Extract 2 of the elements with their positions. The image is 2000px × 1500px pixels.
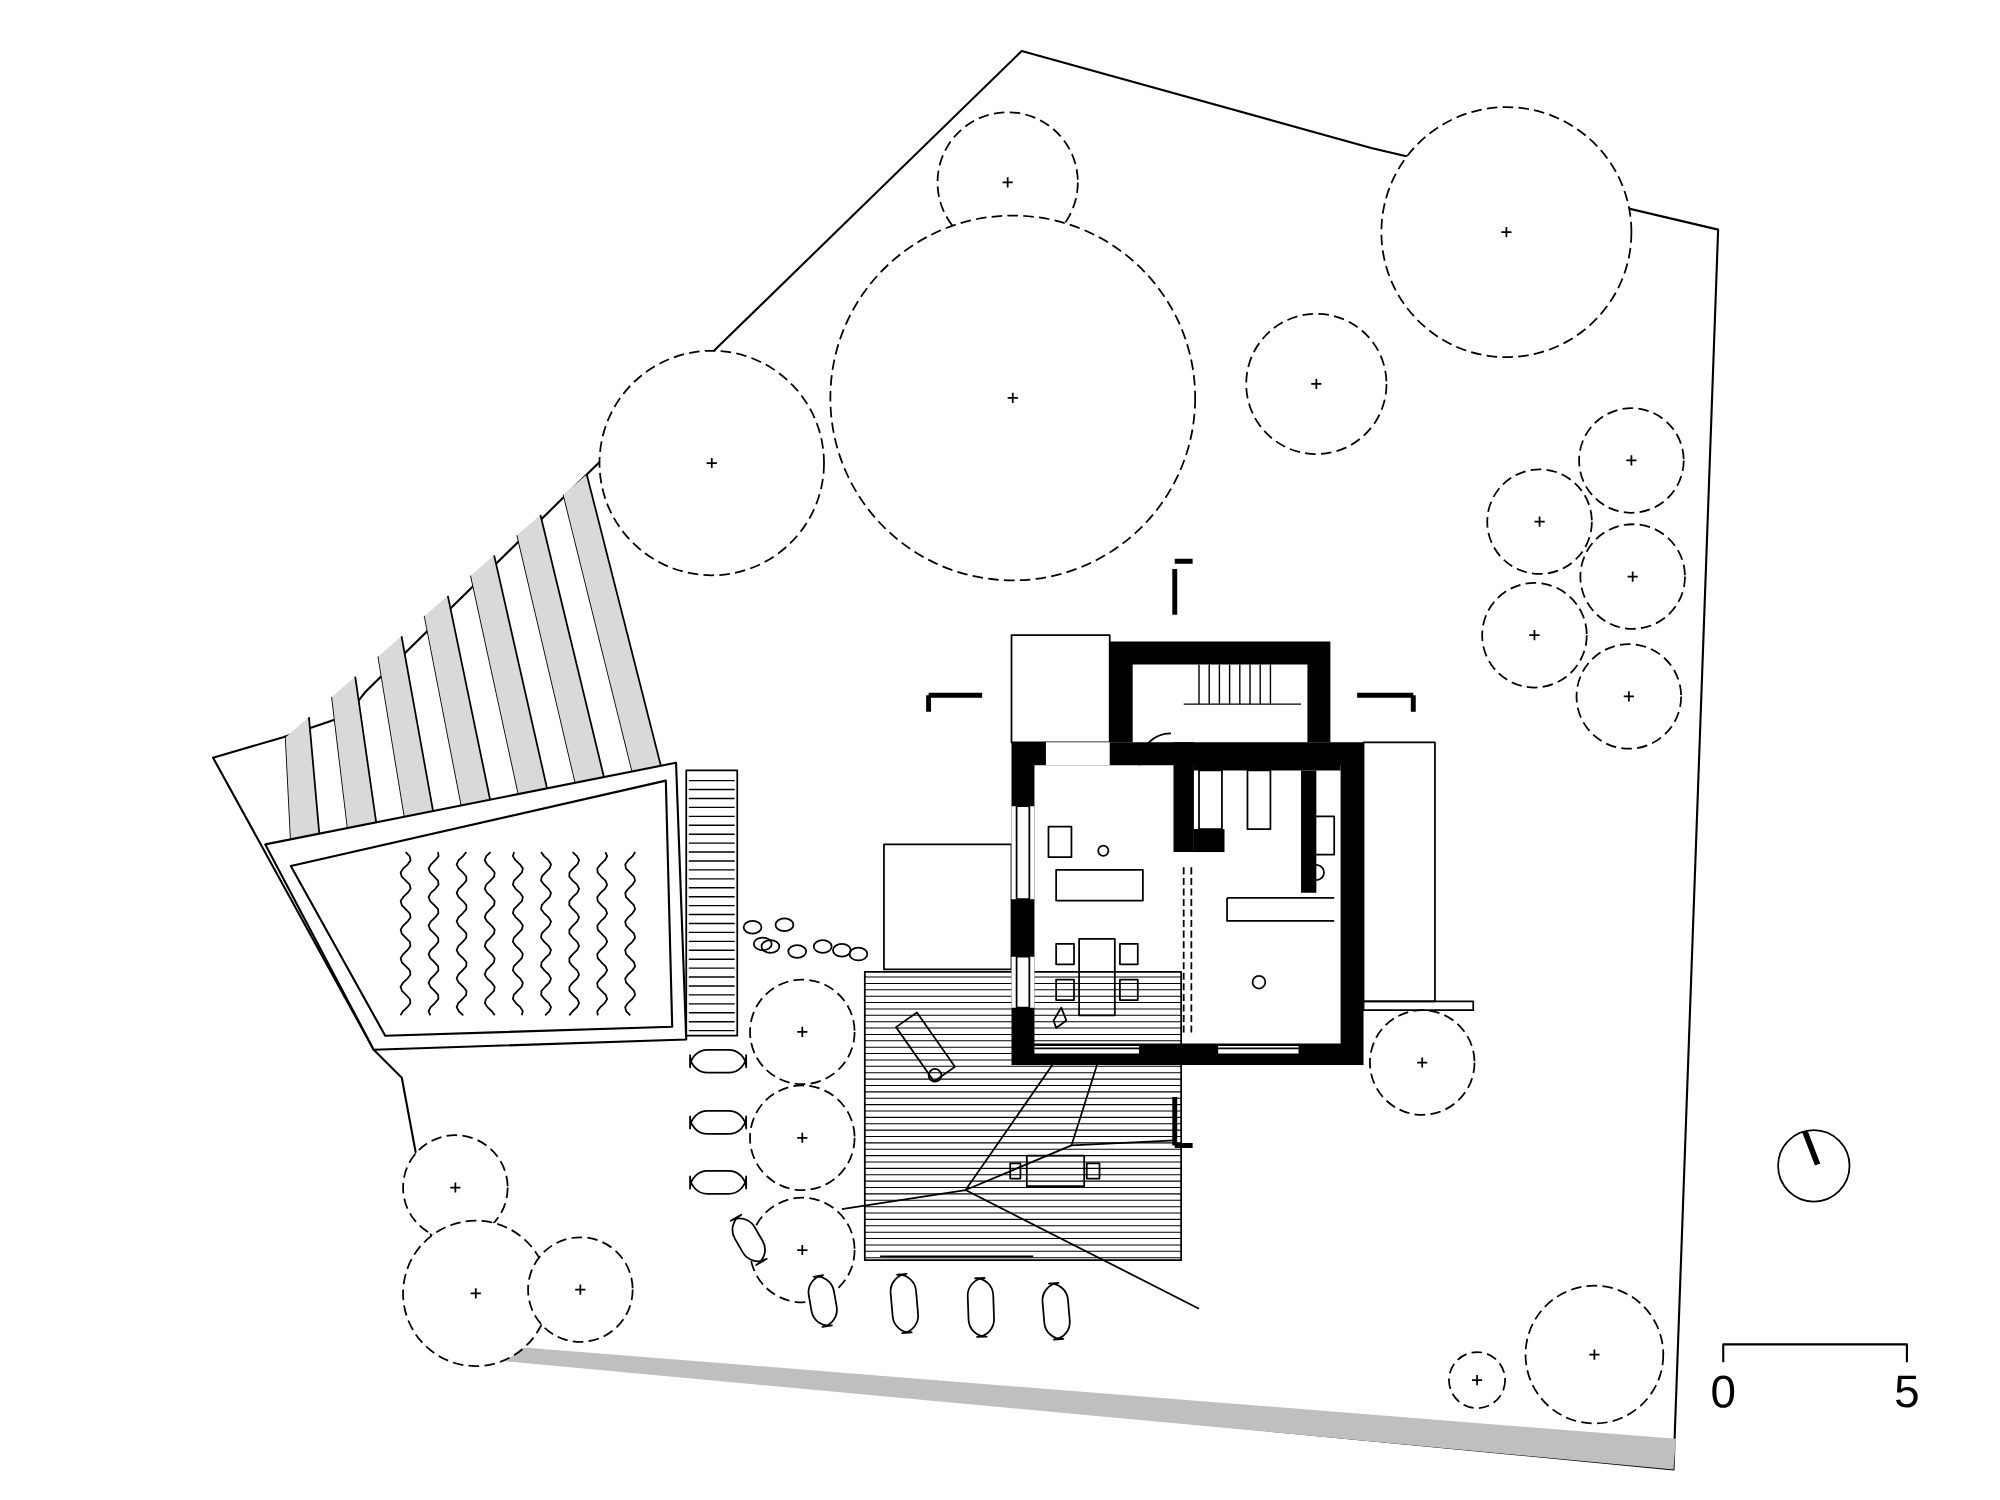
scale-label: 5: [1896, 1375, 1918, 1408]
scale-label: 0: [1712, 1375, 1735, 1408]
